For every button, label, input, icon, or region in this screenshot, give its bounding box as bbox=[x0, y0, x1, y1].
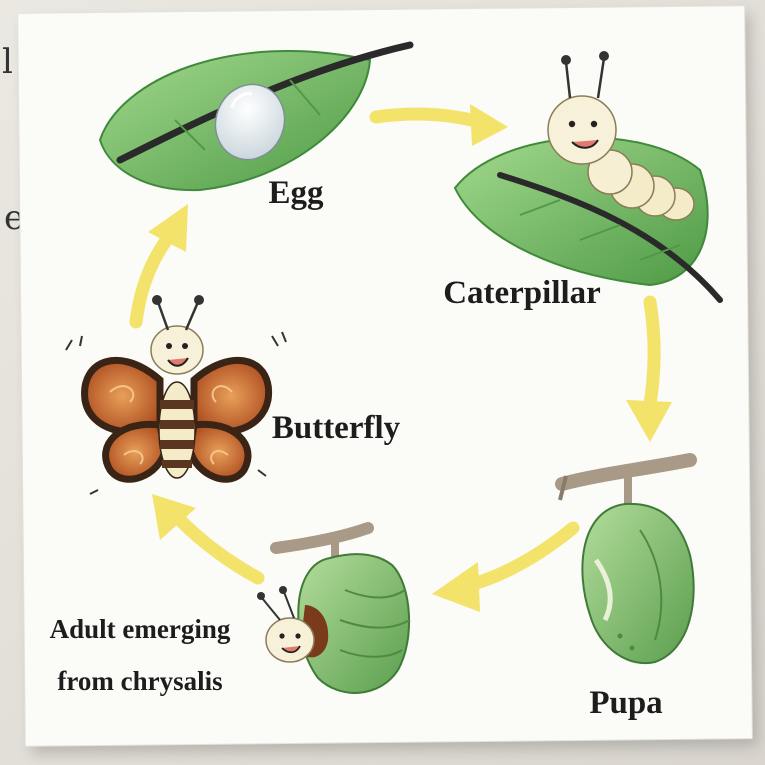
stage-label-emerging-line2: from chrysalis bbox=[57, 666, 222, 696]
butterfly-icon bbox=[66, 295, 286, 494]
stage-label-emerging-line1: Adult emerging bbox=[50, 614, 231, 644]
egg-icon bbox=[100, 45, 410, 190]
caterpillar-icon bbox=[455, 51, 720, 300]
stage-label-butterfly: Butterfly bbox=[272, 410, 401, 446]
stage-label-pupa: Pupa bbox=[589, 685, 662, 721]
stage-label-egg: Egg bbox=[268, 175, 324, 211]
arrow-emerging-to-butterfly bbox=[152, 494, 258, 578]
pupa-icon bbox=[560, 460, 694, 663]
arrow-egg-to-caterpillar bbox=[376, 104, 508, 146]
arrow-butterfly-to-egg bbox=[136, 204, 188, 322]
arrow-caterpillar-to-pupa bbox=[626, 302, 672, 442]
arrow-pupa-to-emerging bbox=[432, 528, 573, 612]
emerging-adult-icon bbox=[257, 528, 410, 693]
stage-label-caterpillar: Caterpillar bbox=[443, 275, 601, 311]
